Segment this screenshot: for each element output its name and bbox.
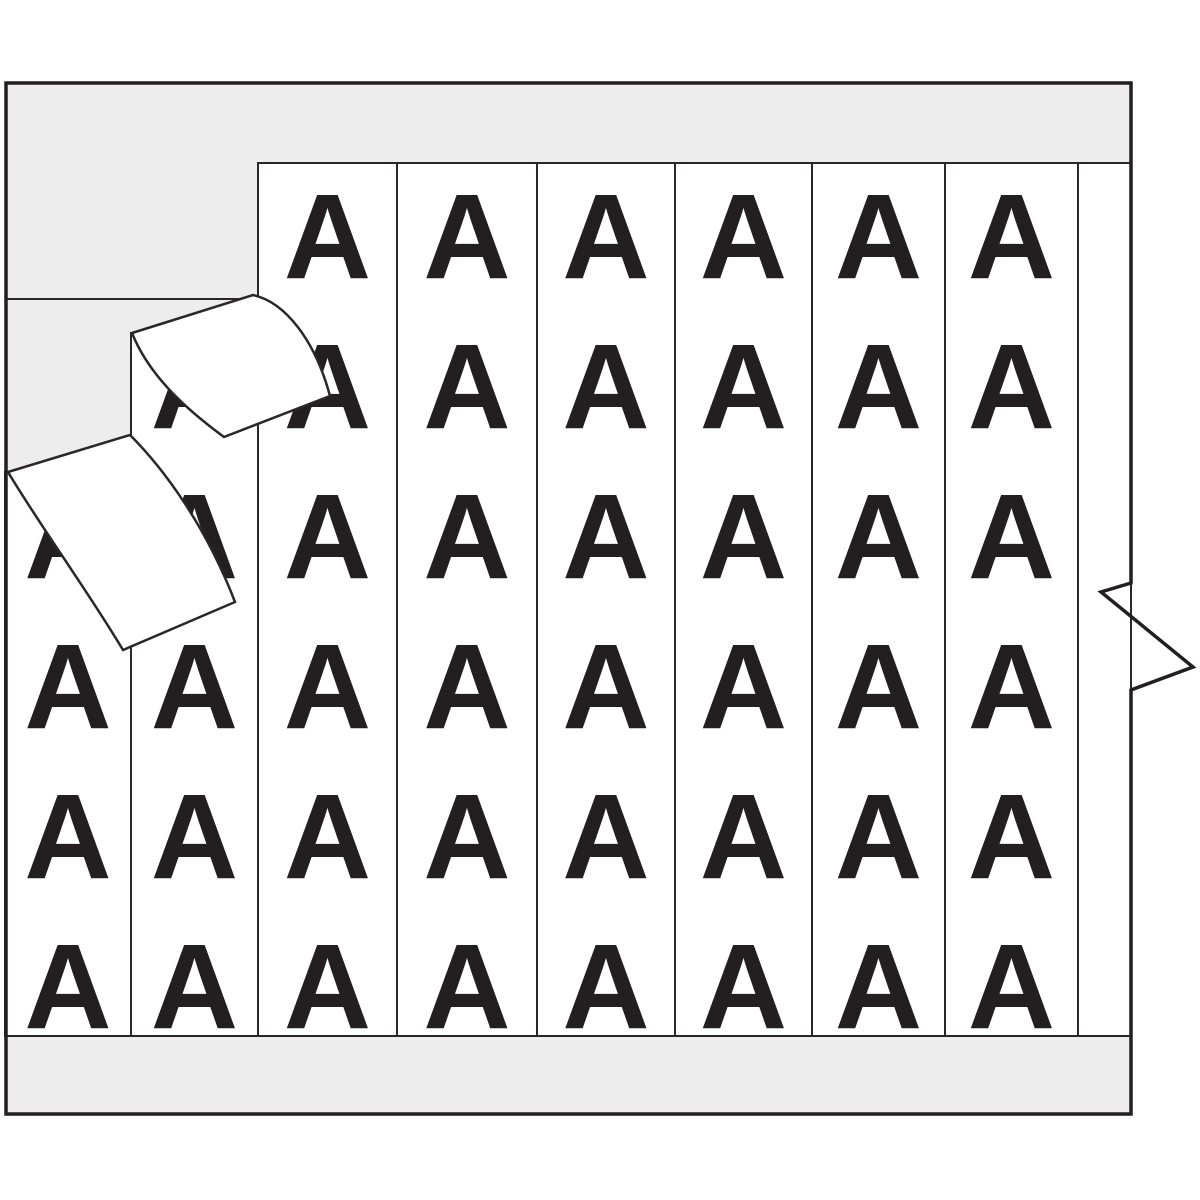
marker-letter: A [700,168,787,304]
marker-letter: A [24,918,111,1054]
marker-letter: A [151,918,238,1054]
marker-letter: A [835,168,922,304]
marker-letter: A [968,918,1055,1054]
marker-letter: A [423,618,510,754]
marker-letter: A [284,618,371,754]
marker-letter: A [562,168,649,304]
marker-letter: A [423,318,510,454]
marker-letter: A [700,918,787,1054]
marker-letter: A [284,918,371,1054]
marker-letter: A [423,168,510,304]
label-strip [396,162,538,1037]
label-strip [130,332,259,1037]
marker-letter: A [562,618,649,754]
marker-letter: A [562,918,649,1054]
marker-letter: A [284,468,371,604]
label-strip [1077,162,1132,1037]
marker-letter: A [835,918,922,1054]
marker-letter: A [968,468,1055,604]
marker-letter: A [700,618,787,754]
marker-letter: A [835,318,922,454]
marker-letter: A [562,318,649,454]
marker-letter: A [423,768,510,904]
peeling-label [130,293,332,439]
marker-letter: A [968,168,1055,304]
marker-letter: A [835,618,922,754]
peeling-label [6,433,237,652]
marker-letter: A [284,168,371,304]
marker-letter: A [700,768,787,904]
marker-letter: A [968,618,1055,754]
marker-letter: A [562,468,649,604]
marker-letter: A [700,468,787,604]
label-strip [674,162,813,1037]
marker-letter: A [700,318,787,454]
marker-letter: A [151,768,238,904]
card-border-with-notch [4,81,1197,1116]
label-strip [811,162,946,1037]
marker-letter: A [284,768,371,904]
marker-letter: A [24,768,111,904]
marker-letter: A [968,318,1055,454]
marker-letter: A [835,768,922,904]
label-strip [536,162,676,1037]
marker-letter: A [423,918,510,1054]
marker-letter: A [423,468,510,604]
marker-letter: A [835,468,922,604]
marker-letter: A [562,768,649,904]
marker-letter: A [968,768,1055,904]
marker-letter: A [151,618,238,754]
marker-letter: A [24,618,111,754]
